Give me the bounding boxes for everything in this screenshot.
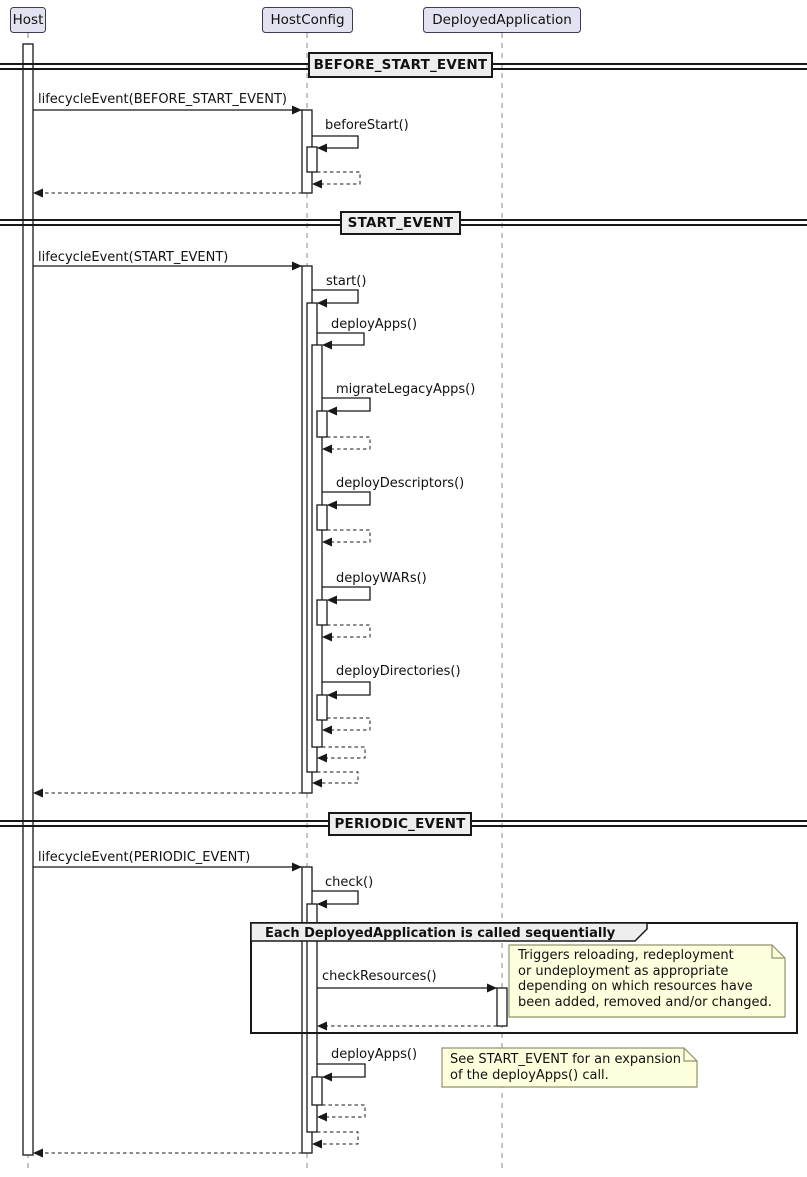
message-label-check: check(): [325, 875, 374, 890]
arrowhead: [317, 143, 327, 153]
message-label-start: start(): [326, 274, 367, 289]
group-header-shape: [250, 922, 648, 942]
arrowhead: [487, 983, 497, 993]
arrowhead: [322, 444, 332, 454]
arrowhead: [322, 725, 332, 735]
arrowhead: [327, 500, 337, 510]
arrowhead: [312, 1139, 322, 1149]
arrow-beforestart: [312, 135, 359, 149]
participant-host: Host: [10, 7, 46, 33]
return-deploydirectories: [327, 717, 371, 731]
arrowhead: [327, 595, 337, 605]
arrowhead: [322, 340, 332, 350]
arrowhead: [322, 1072, 332, 1082]
divider-start-event: START_EVENT: [340, 211, 461, 235]
note-line: See START_EVENT for an expansion: [450, 1052, 681, 1067]
arrowhead: [317, 753, 327, 763]
arrowhead: [322, 632, 332, 642]
return-migratelegacyapps: [327, 436, 371, 450]
activation-bar-check: [306, 903, 318, 1133]
return-start: [317, 771, 359, 784]
note-line: Triggers reloading, redeployment: [518, 948, 734, 963]
arrow-start: [312, 289, 359, 304]
message-label-migratelegacyapps: migrateLegacyApps(): [336, 382, 476, 397]
note-line: or undeployment as appropriate: [518, 963, 729, 979]
message-label-deployapps: deployApps(): [331, 317, 418, 332]
return-deployapps-periodic: [322, 1104, 366, 1118]
arrowhead: [292, 862, 302, 872]
note-line: depending on which resources have: [518, 979, 753, 994]
arrow-check: [312, 890, 359, 905]
activation-bar-deploydirectories: [316, 694, 328, 721]
group-title: Each DeployedApplication is called seque…: [265, 926, 616, 941]
activation-bar-host: [22, 43, 34, 1156]
arrow-deploydescriptors: [322, 491, 371, 506]
activation-bar-deployapps-periodic: [311, 1076, 323, 1106]
arrowhead: [322, 537, 332, 547]
note-check-resources-text: Triggers reloading, redeployment or unde…: [518, 948, 772, 1010]
message-label-beforestart: beforeStart(): [325, 118, 409, 133]
message-label-deploydescriptors: deployDescriptors(): [336, 476, 465, 491]
activation-bar-migratelegacyapps: [316, 410, 328, 438]
arrow-deployapps-periodic: [317, 1063, 366, 1078]
arrowhead: [317, 1021, 327, 1031]
arrow-migratelegacyapps: [322, 397, 371, 412]
return-beforestart: [317, 171, 361, 185]
arrowhead: [292, 261, 302, 271]
arrow-deploydirectories: [322, 681, 371, 696]
message-label-deploywars: deployWARs(): [336, 571, 427, 586]
arrowhead: [312, 778, 322, 788]
note-deployapps-text: See START_EVENT for an expansion of the …: [450, 1052, 681, 1083]
return-deploywars: [327, 624, 371, 638]
note-fold-icon: [771, 945, 785, 959]
participant-hostconfig: HostConfig: [262, 7, 353, 33]
arrowhead: [317, 298, 327, 308]
activation-bar-beforestart: [306, 146, 318, 173]
divider-before-start-event: BEFORE_START_EVENT: [308, 52, 493, 78]
message-label-deployapps-periodic: deployApps(): [331, 1047, 418, 1062]
note-check-resources-shape: [508, 944, 786, 1018]
arrowhead: [327, 406, 337, 416]
activation-bar-deployapps: [311, 344, 323, 748]
message-label-deploydirectories: deployDirectories(): [336, 664, 461, 679]
arrowhead: [33, 1148, 43, 1158]
arrowhead: [312, 179, 322, 189]
activation-bar-deploydescriptors: [316, 504, 328, 531]
note-fold-icon: [683, 1048, 697, 1062]
participant-deployedapplication: DeployedApplication: [423, 7, 581, 33]
message-label-lifecycleevent-periodic: lifecycleEvent(PERIODIC_EVENT): [38, 850, 251, 865]
arrowhead: [33, 788, 43, 798]
arrow-deployapps: [317, 332, 365, 346]
divider-periodic-event: PERIODIC_EVENT: [328, 812, 472, 836]
activation-bar-deployedapplication: [496, 987, 508, 1027]
arrowhead: [317, 899, 327, 909]
return-deployapps: [322, 746, 366, 759]
arrow-deploywars: [322, 586, 371, 601]
message-label-checkresources: checkResources(): [322, 969, 437, 984]
arrowhead: [327, 690, 337, 700]
arrowhead: [33, 188, 43, 198]
note-line: of the deployApps() call.: [450, 1067, 609, 1083]
arrowhead: [317, 1112, 327, 1122]
note-line: been added, removed and/or changed.: [518, 994, 772, 1010]
return-check: [317, 1131, 359, 1145]
arrowhead: [292, 105, 302, 115]
activation-bar-deploywars: [316, 599, 328, 626]
message-label-lifecycleevent-before-start: lifecycleEvent(BEFORE_START_EVENT): [38, 92, 287, 107]
message-label-lifecycleevent-start: lifecycleEvent(START_EVENT): [38, 250, 229, 265]
return-deploydescriptors: [327, 529, 371, 543]
note-deployapps-shape: [441, 1047, 698, 1088]
